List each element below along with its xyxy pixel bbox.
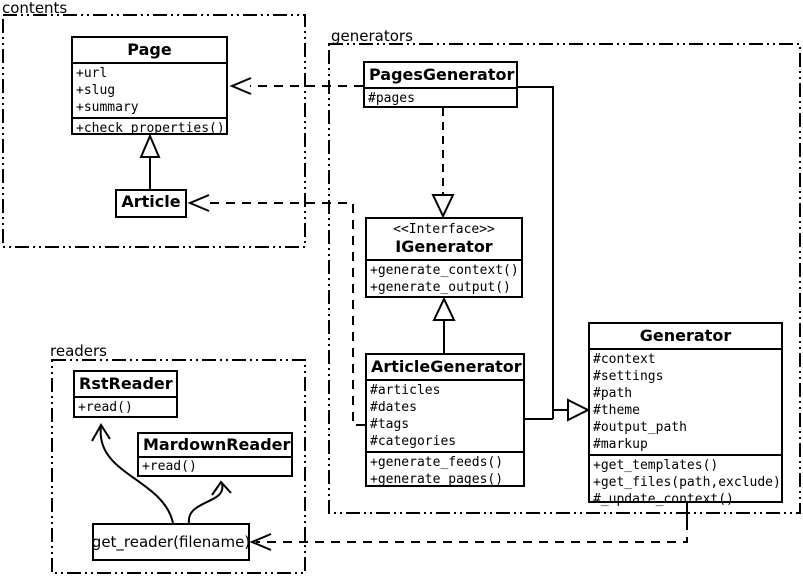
- attribute: #tags: [370, 417, 410, 432]
- class-title: IGenerator: [395, 237, 493, 256]
- class-title: RstReader: [75, 372, 176, 398]
- attribute: #categories: [370, 434, 457, 449]
- arrow-getreader-to-mardownreader: [187, 480, 232, 524]
- attribute: +url: [76, 66, 108, 81]
- attribute: #settings: [593, 369, 664, 384]
- method: +generate_pages(): [370, 472, 504, 487]
- attribute: #context: [593, 352, 656, 367]
- attribute: +slug: [76, 83, 116, 98]
- attributes-compartment: #articles #dates #tags #categories: [367, 381, 523, 451]
- attributes-compartment: +url +slug +summary: [73, 64, 226, 117]
- methods-compartment: +read(): [139, 458, 291, 475]
- methods-compartment: +generate_context() +generate_output(): [367, 261, 521, 297]
- class-title-block: <<Interface>> IGenerator: [367, 219, 521, 261]
- method: +read(): [78, 400, 133, 415]
- arrow-article-to-page-generalization: [139, 133, 161, 190]
- attribute: #markup: [593, 437, 648, 452]
- attribute: #dates: [370, 400, 417, 415]
- class-box-rstreader: RstReader +read(): [73, 370, 178, 418]
- attributes-compartment: #context #settings #path #theme #output_…: [590, 350, 781, 454]
- class-box-pagesgenerator: PagesGenerator #pages: [363, 61, 518, 108]
- class-box-mardownreader: MardownReader +read(): [137, 432, 293, 477]
- arrow-articlegenerator-to-article-dependency: [187, 194, 365, 426]
- class-box-articlegenerator: ArticleGenerator #articles #dates #tags …: [365, 353, 525, 487]
- methods-compartment: +generate_feeds() +generate_pages(): [367, 451, 523, 489]
- arrow-pagesgenerator-to-igenerator-realization: [431, 108, 455, 219]
- attribute: +summary: [76, 100, 139, 115]
- methods-compartment: +check_properties(): [73, 117, 226, 138]
- function-box-get-reader: get_reader(filename): [92, 523, 250, 561]
- package-label-readers: readers: [50, 342, 107, 360]
- methods-compartment: +get_templates() +get_files(path,exclude…: [590, 454, 781, 509]
- contents-package-border: [2, 14, 306, 248]
- generators-package-border: [328, 43, 801, 514]
- arrow-getreader-to-rstreader: [91, 423, 174, 524]
- class-box-igenerator: <<Interface>> IGenerator +generate_conte…: [365, 217, 523, 298]
- attribute: #theme: [593, 403, 640, 418]
- class-title: Article: [121, 192, 181, 211]
- method: +generate_context(): [370, 263, 519, 278]
- method: +generate_output(): [370, 280, 511, 295]
- function-label: get_reader(filename): [91, 533, 251, 551]
- class-title: PagesGenerator: [365, 63, 516, 89]
- class-title: Page: [73, 38, 226, 64]
- method: +check_properties(): [76, 121, 225, 136]
- arrow-pagesgenerator-to-page-dependency: [229, 77, 363, 95]
- method: +get_files(path,exclude): [593, 475, 781, 490]
- package-label-contents: contents: [2, 0, 68, 17]
- stereotype: <<Interface>>: [393, 222, 495, 237]
- class-title: ArticleGenerator: [367, 355, 523, 381]
- arrow-generators-to-generator-generalization: [518, 86, 591, 422]
- method: +generate_feeds(): [370, 455, 504, 470]
- attribute: #path: [593, 386, 633, 401]
- method: +read(): [142, 459, 197, 474]
- attribute: #output_path: [593, 420, 687, 435]
- class-title: Generator: [590, 324, 781, 350]
- readers-package-border: [51, 359, 306, 574]
- arrow-articlegenerator-to-igenerator-generalization: [432, 296, 456, 353]
- attribute: #articles: [370, 383, 441, 398]
- attributes-compartment: #pages: [365, 89, 516, 108]
- methods-compartment: +read(): [75, 398, 176, 417]
- package-label-generators: generators: [331, 27, 413, 45]
- attribute: #pages: [368, 91, 415, 106]
- class-box-generator: Generator #context #settings #path #them…: [588, 322, 783, 507]
- class-box-page: Page +url +slug +summary +check_properti…: [71, 36, 228, 138]
- class-title: MardownReader: [139, 434, 291, 458]
- method: +get_templates(): [593, 458, 719, 473]
- class-box-article: Article: [115, 189, 187, 218]
- arrow-generator-to-getreader-dependency: [249, 503, 688, 551]
- method: #_update_context(): [593, 492, 734, 507]
